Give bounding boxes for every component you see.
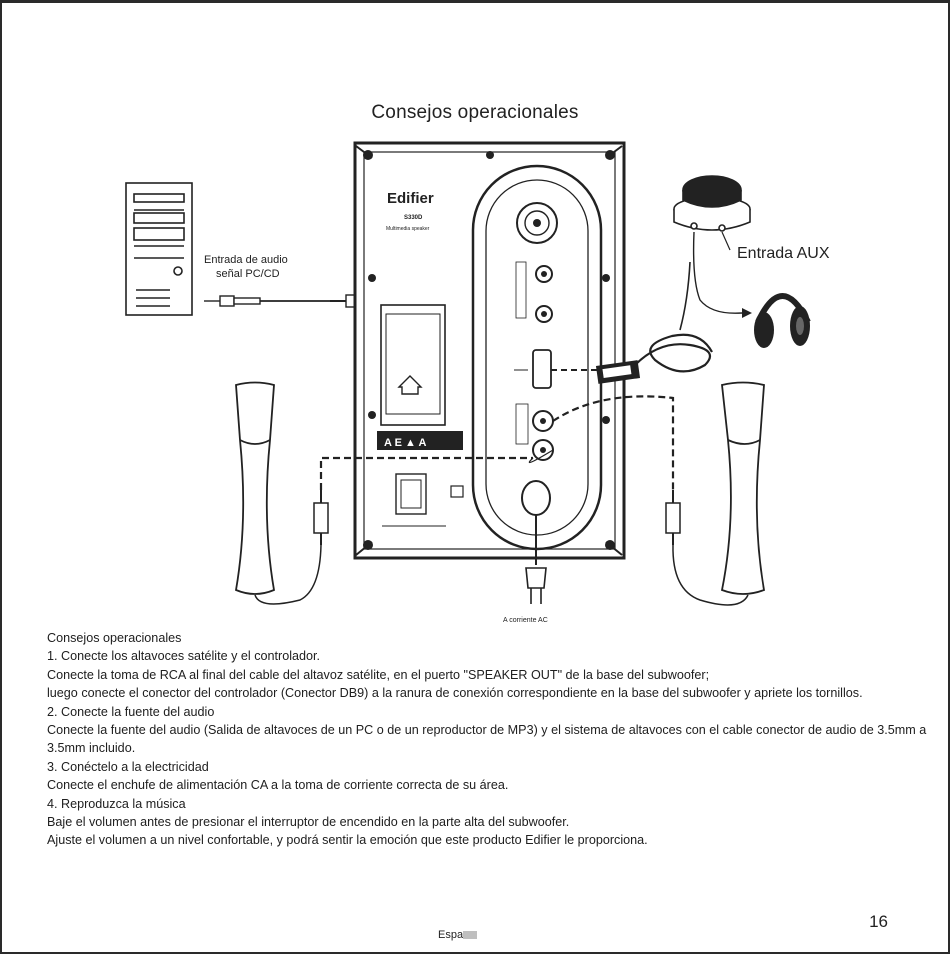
- instructions: Consejos operacionales 1. Conecte los al…: [47, 629, 927, 850]
- home-icon: [397, 375, 423, 395]
- page-number: 16: [869, 912, 888, 931]
- step-3-title: 3. Conéctelo a la electricidad: [47, 759, 209, 774]
- step-4-text-2: Ajuste el volumen a un nivel confortable…: [47, 833, 648, 848]
- step-1-text-2: luego conecte el conector del controlado…: [47, 686, 863, 701]
- footer-language-text: Espa: [438, 929, 464, 941]
- audio-input-label-line2: señal PC/CD: [216, 268, 280, 280]
- step-2-text-1: Conecte la fuente del audio (Salida de a…: [47, 723, 927, 756]
- page-title: Consejos operacionales: [371, 102, 579, 123]
- rca-plug-right-icon: [665, 490, 681, 545]
- brand-model: S330D: [404, 215, 423, 221]
- headphones-icon: [754, 293, 811, 348]
- rca-plug-left-icon: [313, 490, 329, 545]
- step-4-title: 4. Reproduzca la música: [47, 796, 186, 811]
- step-3-text-1: Conecte el enchufe de alimentación CA a …: [47, 778, 509, 793]
- db9-connector-icon: [595, 360, 641, 384]
- ac-power-label: A corriente AC: [503, 617, 548, 624]
- brand-subtitle: Multimedia speaker: [386, 226, 430, 232]
- subwoofer-panel: Edifier S330D Multimedia speaker A E ▲ A: [353, 141, 626, 560]
- connection-diagram: Entrada de audio señal PC/CD Edifier S33…: [125, 141, 830, 624]
- step-1-text-1: Conecte la toma de RCA al final del cabl…: [47, 667, 710, 682]
- ac-plug-icon: [525, 515, 547, 604]
- aux-input-label: Entrada AUX: [737, 245, 830, 262]
- pc-tower-icon: [125, 182, 193, 316]
- brand-logo: Edifier: [387, 190, 434, 207]
- audio-input-label-line1: Entrada de audio: [204, 254, 288, 266]
- satellite-speaker-right: [720, 381, 766, 595]
- control-puck-icon: [673, 175, 751, 232]
- warning-label: A E ▲ A: [384, 437, 427, 449]
- footer-language: Espa: [438, 929, 478, 941]
- audio-jack-icon: [204, 294, 377, 308]
- smudge-mark: [463, 931, 478, 940]
- satellite-speaker-left: [234, 381, 276, 595]
- step-1-title: 1. Conecte los altavoces satélite y el c…: [47, 649, 321, 664]
- instructions-heading: Consejos operacionales: [47, 631, 182, 645]
- step-2-title: 2. Conecte la fuente del audio: [47, 704, 215, 719]
- step-4-text-1: Baje el volumen antes de presionar el in…: [47, 815, 570, 830]
